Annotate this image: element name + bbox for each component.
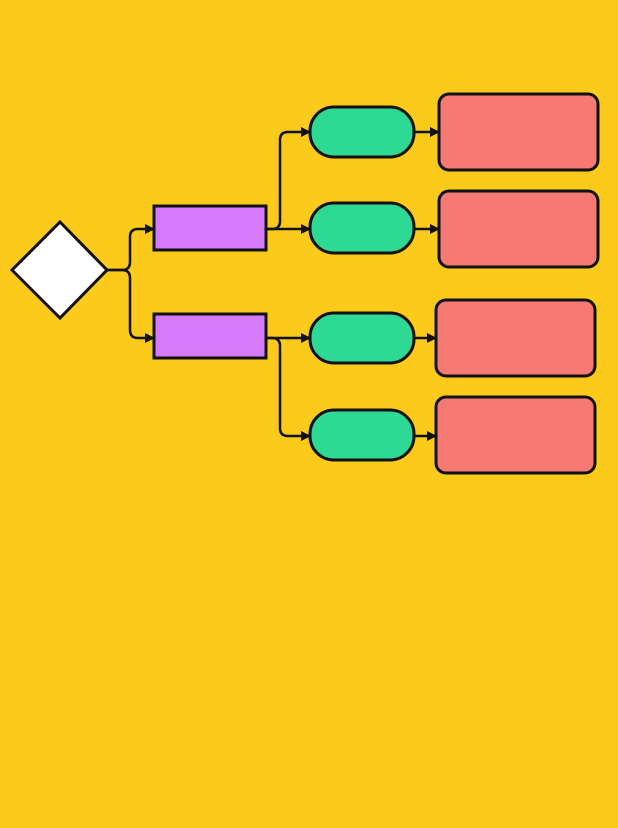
terminal-pill-4	[308, 408, 416, 462]
decision-diamond	[9, 219, 110, 321]
connector-process-2-to-terminal-4	[266, 336, 311, 441]
output-box-1	[437, 92, 600, 172]
output-box-2	[437, 189, 600, 269]
process-node-1	[152, 204, 268, 252]
output-box-3	[434, 298, 597, 378]
process-box-1	[152, 204, 268, 252]
process-box-2	[152, 312, 268, 360]
process-node-2	[152, 312, 268, 360]
output-node-4	[434, 395, 597, 475]
connector-decision-to-process-2	[107, 268, 155, 343]
terminal-node-2	[308, 201, 416, 255]
output-node-3	[434, 298, 597, 378]
output-box-4	[434, 395, 597, 475]
decision-node	[9, 219, 110, 321]
terminal-pill-1	[308, 105, 416, 159]
terminal-node-3	[308, 311, 416, 365]
terminal-node-4	[308, 408, 416, 462]
output-node-2	[437, 189, 600, 269]
output-node-1	[437, 92, 600, 172]
terminal-pill-2	[308, 201, 416, 255]
terminal-pill-3	[308, 311, 416, 365]
terminal-node-1	[308, 105, 416, 159]
